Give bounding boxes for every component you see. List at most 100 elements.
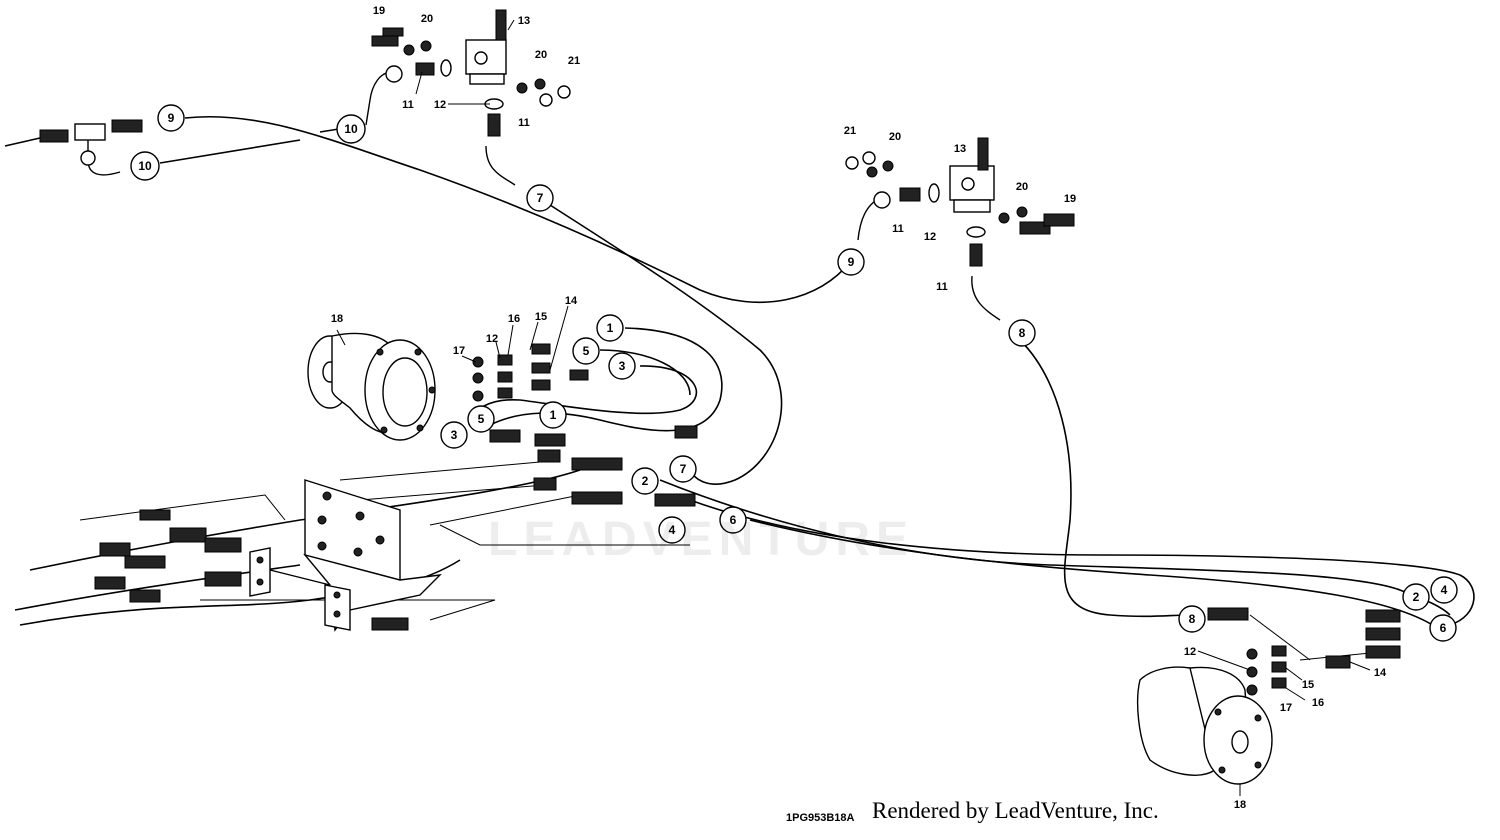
- fitting-4-left: [571, 491, 623, 505]
- washer-20c: [516, 82, 528, 94]
- tee-body: [74, 123, 106, 141]
- callout-1-lower-text: 1: [550, 408, 557, 422]
- washer-20h: [1016, 206, 1028, 218]
- hose-4: [689, 499, 1475, 626]
- valve-13-base: [469, 73, 505, 85]
- valve-13-stem: [495, 9, 507, 41]
- callout-3-lower: 3: [440, 421, 468, 449]
- callout-4-left: 4: [658, 516, 686, 544]
- bracket-hole-2: [355, 511, 365, 521]
- label-13-right: 13: [954, 143, 966, 155]
- top-right-valve-assembly: [845, 137, 1075, 321]
- leader-bracket-1: [79, 494, 286, 521]
- motor-bolt-3: [428, 386, 436, 394]
- part-number-labels: 11 11 11 11 12 12 12 12 13 13 14 14 15 1…: [331, 5, 1387, 811]
- fitting-6-right: [1365, 645, 1401, 659]
- hose-7: [549, 204, 783, 485]
- left-motor-fittings: [461, 305, 698, 507]
- fitting-15c: [531, 379, 551, 391]
- callout-4-right: 4: [1430, 576, 1458, 604]
- fitting-11d: [969, 243, 983, 267]
- label-20-top-a: 20: [421, 13, 433, 25]
- valve-13-right-base: [953, 199, 991, 213]
- elbow-9-nut: [873, 191, 891, 209]
- leader-bracket-4: [359, 484, 546, 501]
- washer-20a: [403, 44, 415, 56]
- callout-8-upper: 8: [1008, 319, 1036, 347]
- leader-12-left: [495, 341, 501, 359]
- valve-13-right-stem: [977, 137, 989, 171]
- right-motor-bolt-1: [1214, 708, 1222, 716]
- oring-17b: [472, 372, 484, 384]
- left-fitting-a: [39, 129, 69, 143]
- callout-9-right: 9: [837, 248, 865, 276]
- label-12-right: 12: [924, 231, 936, 243]
- label-21-top: 21: [568, 55, 580, 67]
- label-19-top: 19: [373, 5, 385, 17]
- left-elbow-nut: [80, 150, 96, 166]
- nut-21d: [862, 151, 876, 165]
- washer-20e: [866, 166, 878, 178]
- oring-12-right: [1246, 666, 1258, 678]
- label-11-right-b: 11: [936, 281, 948, 293]
- bracket-fitting-4: [204, 537, 242, 553]
- fitting-16c: [497, 387, 513, 399]
- callout-10-upper: 10: [336, 114, 366, 144]
- callout-2-right-text: 2: [1413, 590, 1420, 604]
- callout-6-left: 6: [719, 506, 747, 534]
- leader-bracket-2: [200, 599, 496, 621]
- label-18-left: 18: [331, 313, 343, 325]
- callout-3-lower-text: 3: [451, 428, 458, 442]
- motor-cap: [382, 357, 428, 427]
- label-20-right-a: 20: [889, 131, 901, 143]
- leader-14-left: [549, 305, 569, 371]
- fitting-6-left: [654, 493, 696, 507]
- circled-callouts: 1 1 2 2 3 3 4 4 5 5 6 6 7 7 8 8 9 9 10 1…: [130, 104, 1458, 642]
- label-14-left: 14: [565, 295, 578, 307]
- callout-7-upper: 7: [526, 184, 554, 212]
- label-16-right: 16: [1312, 697, 1324, 709]
- fitting-11a: [415, 62, 435, 76]
- callout-7-lower-text: 7: [680, 462, 687, 476]
- watermark-text: LEADVENTURE: [488, 513, 915, 566]
- callout-2-left-text: 2: [642, 474, 649, 488]
- oring-17a: [472, 356, 484, 368]
- callout-5-upper-text: 5: [583, 344, 590, 358]
- callout-8-lower-text: 8: [1189, 612, 1196, 626]
- callout-10-lower: 10: [130, 151, 160, 181]
- callout-6-right: 6: [1429, 614, 1457, 642]
- label-19-right: 19: [1064, 193, 1076, 205]
- leader-15-left: [529, 321, 539, 351]
- left-wheel-motor: [307, 329, 436, 441]
- fitting-5-lower: [489, 429, 521, 443]
- callout-1-upper: 1: [596, 314, 624, 342]
- motor-bolt-2: [414, 348, 422, 356]
- hose-left-end: [4, 137, 41, 147]
- leader-16-left: [507, 324, 514, 356]
- left-tee-assembly: [39, 119, 143, 176]
- oring-17d-right: [1246, 684, 1258, 696]
- hose-lines: [4, 115, 1475, 661]
- callout-5-upper: 5: [572, 337, 600, 365]
- callout-9-left-text: 9: [168, 111, 175, 125]
- bracket-hole-3: [317, 515, 327, 525]
- motor-bolt-5: [380, 426, 388, 434]
- label-18-right: 18: [1234, 799, 1246, 811]
- motor-bolt-4: [416, 424, 424, 432]
- fitting-bracket-b: [533, 477, 557, 491]
- oring-12c: [928, 183, 940, 203]
- fitting-bracket-a: [537, 449, 561, 463]
- fitting-15b: [531, 362, 551, 374]
- bracket-tab-hole-1: [256, 556, 264, 564]
- elbow-7: [485, 145, 516, 186]
- label-16-left: 16: [508, 313, 520, 325]
- washer-20b: [420, 40, 432, 52]
- leader-14-right: [1349, 661, 1371, 671]
- label-20-top-b: 20: [535, 49, 547, 61]
- bracket-foot-hole-2: [333, 610, 341, 618]
- leader-18-left: [336, 329, 346, 346]
- leader-bracket-5: [439, 524, 690, 546]
- hose-1-loop: [489, 327, 723, 432]
- label-17-right: 17: [1280, 702, 1292, 714]
